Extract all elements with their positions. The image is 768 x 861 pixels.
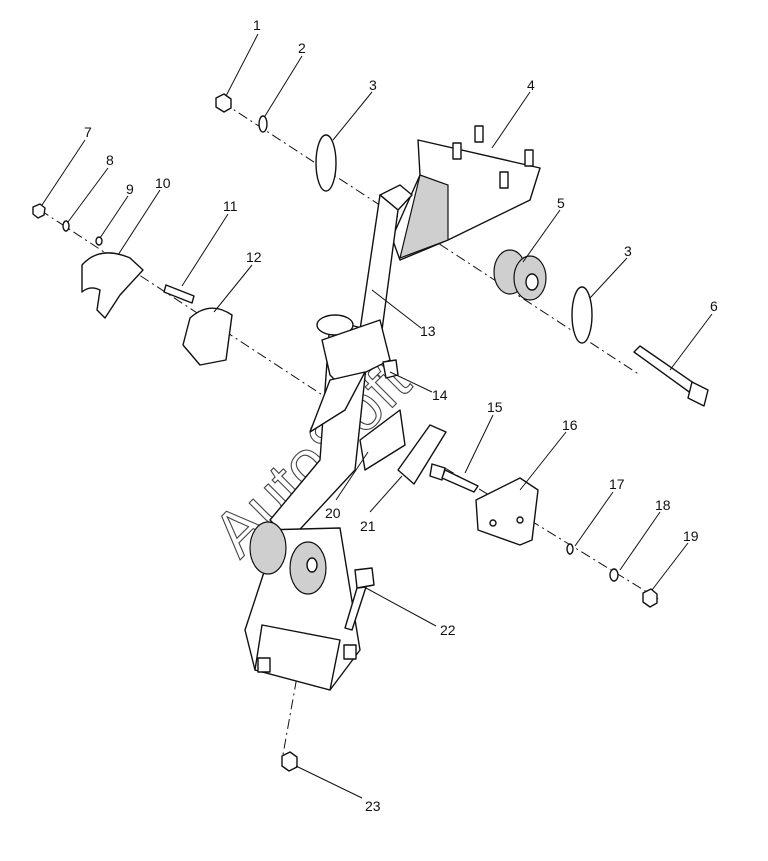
part-10-clamp [81,252,144,319]
leader-lines [41,33,713,799]
part-11-bolt [163,284,195,304]
callout-9: 9 [126,181,134,197]
callout-20: 20 [325,505,341,521]
callout-1: 1 [253,17,261,33]
part-12-bushing [182,307,233,366]
part-2-washer [258,115,268,133]
callout-14: 14 [432,387,448,403]
callout-13: 13 [420,323,436,339]
part-17-washer [566,543,574,555]
callout-3-lower: 3 [624,243,632,259]
callout-23: 23 [365,798,381,814]
part-8-washer [62,220,70,232]
part-1-nut [215,93,232,113]
callout-12: 12 [246,249,262,265]
callout-21: 21 [360,518,376,534]
callout-10: 10 [155,175,171,191]
part-3-washer-upper [315,134,337,192]
lower-mount-assembly [244,521,361,691]
callout-4: 4 [527,77,535,93]
callout-6: 6 [710,298,718,314]
part-18-washer [609,568,619,582]
callout-8: 8 [106,152,114,168]
part-3-washer-lower [571,286,593,344]
part-20-plate [359,409,406,471]
part-19-nut [642,588,658,608]
callout-18: 18 [655,497,671,513]
part-4-upper-bracket [391,125,541,261]
callout-2: 2 [298,40,306,56]
part-23-nut [281,751,298,772]
callout-5: 5 [557,195,565,211]
callout-11: 11 [223,198,238,214]
part-7-nut [32,203,46,219]
callout-3-upper: 3 [369,77,377,93]
callout-22: 22 [440,622,456,638]
part-5-roller-pair [493,249,547,301]
part-6-long-bolt [633,345,709,407]
callout-19: 19 [683,528,699,544]
part-21-gasket [397,424,447,485]
part-14-hinge-plate [309,319,399,433]
callout-17: 17 [609,476,625,492]
callout-7: 7 [84,124,92,140]
part-9-lock-washer [95,236,103,246]
callout-16: 16 [562,417,578,433]
part-16-block [475,477,539,546]
part-15-bolt [429,463,479,493]
part-22-bolt [344,567,375,631]
callout-15: 15 [487,399,503,415]
